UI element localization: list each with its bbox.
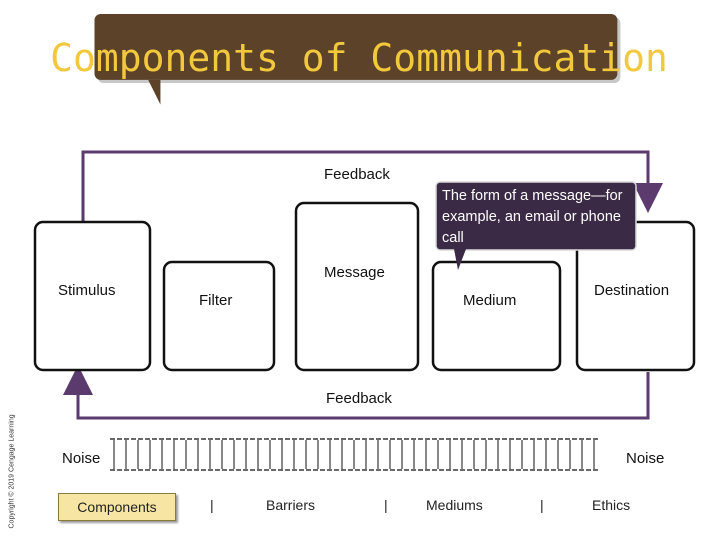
callout-bubble — [435, 181, 637, 251]
stimulus-label: Stimulus — [58, 282, 116, 299]
noise-left-label: Noise — [62, 450, 101, 467]
stimulus-box — [33, 220, 152, 372]
copyright-notice: Copyright © 2019 Cengage Learning — [8, 414, 16, 529]
message-box — [294, 201, 420, 372]
page-title: Components of Communication — [50, 36, 668, 80]
mediums-link[interactable]: Mediums — [426, 497, 483, 513]
nav-separator: | — [540, 497, 544, 513]
message-label: Message — [324, 264, 385, 281]
noise-right-label: Noise — [626, 450, 665, 467]
components-button[interactable]: Components — [58, 493, 176, 521]
filter-box — [162, 260, 276, 372]
callout-text: The form of a message—for example, an em… — [442, 188, 623, 246]
ethics-link[interactable]: Ethics — [592, 497, 631, 513]
title-banner — [94, 14, 621, 105]
feedback-top-line — [81, 150, 663, 222]
filter-label: Filter — [199, 292, 233, 309]
medium-box — [431, 260, 562, 372]
nav-separator: | — [210, 497, 214, 513]
feedback-bottom-label: Feedback — [326, 390, 392, 407]
nav-separator: | — [384, 497, 388, 513]
medium-label: Medium — [463, 292, 517, 309]
feedback-top-label: Feedback — [324, 166, 390, 183]
feedback-bottom-line — [63, 365, 650, 420]
barriers-link[interactable]: Barriers — [266, 497, 316, 513]
destination-label: Destination — [594, 282, 670, 299]
noise-ticks — [113, 440, 595, 469]
